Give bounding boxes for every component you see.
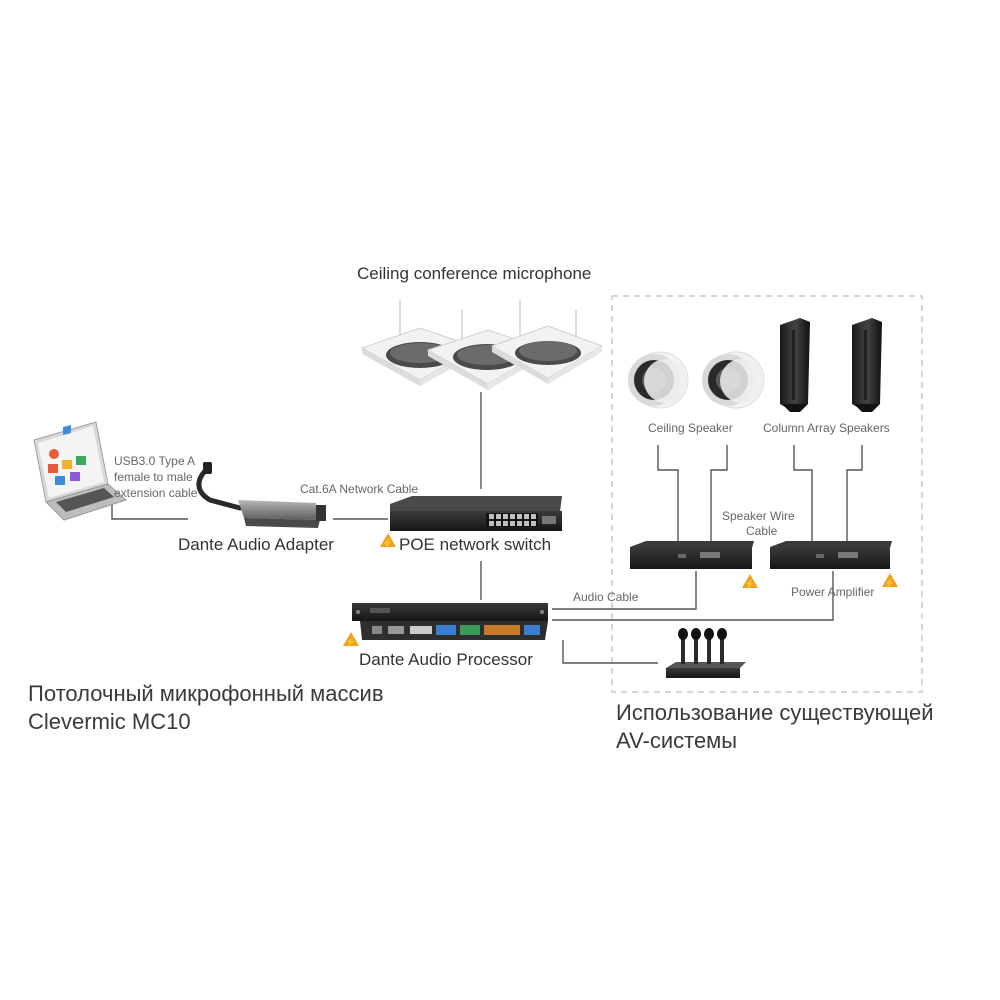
- label-dante-processor: Dante Audio Processor: [359, 650, 533, 669]
- label-usb-cable-line1: USB3.0 Type A: [114, 454, 195, 468]
- ceiling-mic-3: [490, 325, 604, 384]
- connection-wires: [111, 392, 863, 664]
- column-speaker-1: [780, 318, 810, 412]
- wire-processor-to-amp1: [552, 571, 697, 610]
- wire-ceiling-speaker-2: [710, 445, 728, 541]
- wire-processor-to-amp2: [552, 571, 834, 621]
- svg-text:⚡: ⚡: [345, 636, 356, 648]
- label-usb-cable-line2: female to male: [114, 470, 193, 484]
- label-network-cable: Cat.6A Network Cable: [300, 482, 418, 496]
- wire-laptop-to-adapter: [111, 500, 188, 520]
- caption-left-line1: Потолочный микрофонный массив: [28, 681, 384, 706]
- label-poe-switch: POE network switch: [399, 535, 551, 554]
- label-ceiling-mic: Ceiling conference microphone: [357, 264, 591, 283]
- power-amplifier-2: [770, 541, 892, 569]
- warning-icon: ⚡: [380, 533, 396, 549]
- wire-processor-to-wireless-mic: [562, 640, 658, 664]
- label-ceiling-speaker: Ceiling Speaker: [648, 421, 733, 435]
- wire-column-speaker-2: [846, 445, 863, 541]
- label-speaker-wire-line2: Cable: [746, 524, 778, 538]
- power-amplifier-1: [630, 541, 754, 569]
- svg-text:⚡: ⚡: [382, 537, 393, 549]
- label-power-amplifier: Power Amplifier: [791, 585, 874, 599]
- svg-text:⚡: ⚡: [744, 578, 755, 590]
- svg-text:⚡: ⚡: [884, 577, 895, 589]
- laptop: [33, 421, 127, 521]
- label-dante-adapter: Dante Audio Adapter: [178, 535, 334, 554]
- caption-left-line2: Clevermic MC10: [28, 709, 191, 734]
- poe-network-switch: [390, 496, 562, 531]
- label-speaker-wire-line1: Speaker Wire: [722, 509, 795, 523]
- dante-audio-adapter: [196, 462, 326, 528]
- caption-right-line2: AV-системы: [616, 728, 737, 753]
- dante-audio-processor: [352, 603, 548, 640]
- label-audio-cable: Audio Cable: [573, 590, 639, 604]
- warning-icon: ⚡: [343, 632, 359, 648]
- ceiling-speaker-2: [702, 351, 765, 409]
- wire-ceiling-speaker-1: [657, 445, 679, 541]
- label-column-speakers: Column Array Speakers: [763, 421, 890, 435]
- wireless-microphone-system: [666, 628, 746, 678]
- label-usb-cable-line3: extension cable: [114, 486, 198, 500]
- ceiling-microphones: [360, 300, 604, 390]
- wire-column-speaker-1: [793, 445, 813, 541]
- column-speaker-2: [852, 318, 882, 412]
- ceiling-speaker-1: [628, 351, 689, 409]
- warning-icon: ⚡: [882, 573, 898, 589]
- caption-right-line1: Использование существующей: [616, 700, 934, 725]
- warning-icon: ⚡: [742, 574, 758, 590]
- existing-av-system-region: [611, 295, 923, 693]
